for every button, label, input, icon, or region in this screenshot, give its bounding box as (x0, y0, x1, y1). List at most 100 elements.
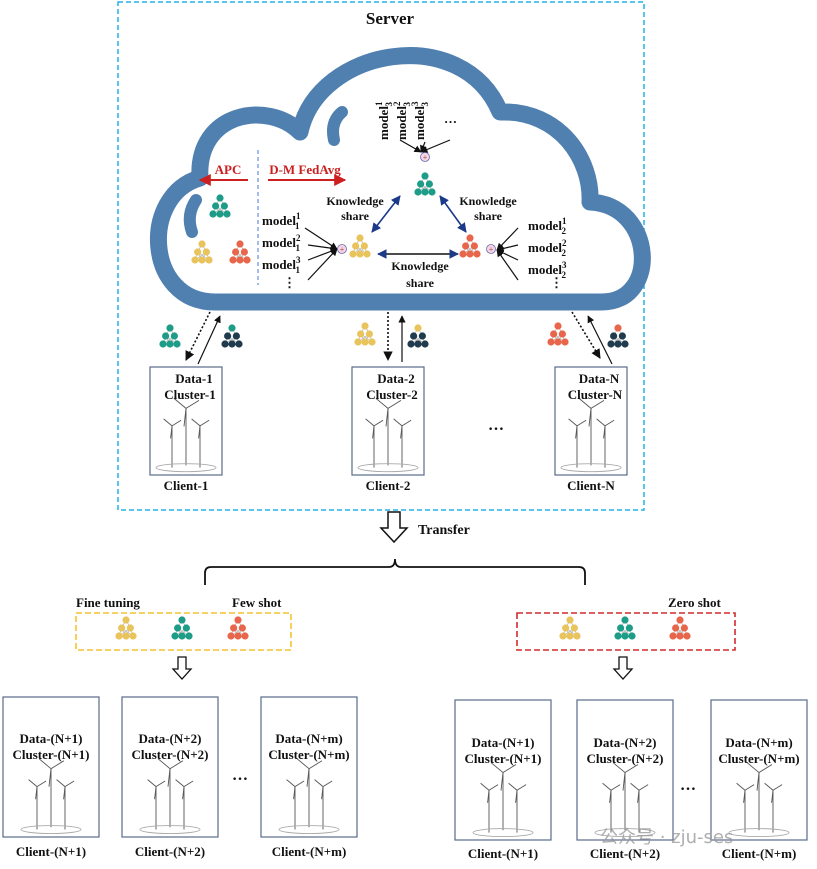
wind-turbine-image (728, 762, 790, 838)
vellipsis-right: ⋮ (550, 275, 563, 290)
apc-label: APC (215, 162, 242, 177)
client-data-label: Data-(N+m) (275, 731, 342, 746)
wind-turbine-image (155, 398, 217, 473)
arrow (307, 248, 338, 281)
zero-shot-label: Zero shot (668, 595, 722, 610)
wind-turbine-image (20, 758, 82, 834)
client-cluster-label: Cluster-N (568, 387, 623, 402)
aggregate-plus-icon: + (420, 152, 430, 162)
wind-turbine-image (278, 758, 340, 834)
wind-turbine-image (139, 758, 201, 834)
arrow (420, 139, 451, 153)
transfer-label: Transfer (418, 523, 470, 538)
client-box[interactable]: Data-(N+2)Cluster-(N+2) Client-(N+2) (121, 696, 219, 859)
neural-model-icon (229, 240, 251, 264)
watermark: 公众号 · zju-ses (600, 827, 733, 848)
arrow (587, 315, 613, 365)
client-data-label: Data-(N+2) (138, 731, 201, 746)
neural-model-icon (171, 616, 193, 640)
server-title: Server (366, 9, 415, 28)
client-box[interactable]: Data-(N+m)Cluster-(N+m)Client-(N+m) (260, 696, 358, 859)
new-clients-ellipsis: … (232, 767, 248, 784)
wind-turbine-image (357, 398, 419, 473)
knowledge-arrow-left (371, 195, 401, 233)
knowledge-arrow-right (439, 195, 467, 233)
fedavg-label: D-M FedAvg (269, 162, 341, 177)
arrow (197, 315, 221, 365)
neural-model-icon (354, 322, 376, 346)
arrow (571, 311, 601, 359)
neural-model-icon (614, 616, 636, 640)
client-boxes: Data-1Cluster-1Client-1Data-2Cluster-2Cl… (2, 366, 808, 861)
neural-model-icon (115, 616, 137, 640)
model-label: model23 (392, 101, 412, 140)
arrow (496, 249, 519, 281)
brace (204, 558, 586, 585)
client-data-label: Data-(N+m) (725, 735, 792, 750)
cloud-shape (150, 47, 651, 311)
wind-turbine-image (594, 762, 656, 838)
fine-tuning-label: Fine tuning (76, 595, 140, 610)
arrow (496, 244, 519, 253)
transfer-arrow-icon (379, 511, 409, 544)
client-name: Client-(N+2) (135, 844, 205, 859)
client-name: Client-(N+2) (590, 846, 660, 861)
model-label: model33 (410, 101, 430, 140)
client-box[interactable]: Data-(N+2)Cluster-(N+2) Client-(N+2) (576, 699, 674, 861)
client-name: Client-2 (366, 478, 411, 493)
neural-model-icon (209, 194, 231, 218)
neural-model-icon (559, 616, 581, 640)
client-name: Client-1 (164, 478, 209, 493)
client-data-label: Data-N (579, 371, 620, 386)
model-label: model13 (374, 101, 394, 140)
client-data-label: Data-1 (175, 371, 213, 386)
client-box[interactable]: Data-(N+m)Cluster-(N+m) Client-(N+m) (710, 699, 808, 861)
client-name: Client-(N+1) (16, 844, 86, 859)
clients-ellipsis: … (488, 417, 504, 434)
down-arrow-icon (171, 656, 193, 680)
neural-model-icon (669, 616, 691, 640)
client-cluster-label: Cluster-(N+2) (587, 751, 664, 766)
neural-model-icon (459, 234, 481, 258)
client-cluster-label: Cluster-1 (164, 387, 216, 402)
aggregate-plus-icon: + (486, 244, 496, 254)
neural-model-icon (414, 172, 436, 196)
few-shot-label: Few shot (232, 595, 282, 610)
client-name: Client-(N+m) (722, 846, 797, 861)
new-clients-ellipsis: … (680, 777, 696, 794)
client-cluster-label: Cluster-(N+m) (718, 751, 799, 766)
client-cluster-label: Cluster-(N+2) (132, 747, 209, 762)
svg-text:+: + (423, 153, 428, 162)
client-cluster-label: Cluster-(N+m) (268, 747, 349, 762)
ellipsis-top: … (444, 111, 457, 126)
neural-model-icon (407, 324, 429, 348)
vellipsis-left: ⋮ (283, 275, 296, 290)
client-box[interactable]: Data-(N+1)Cluster-(N+1)Client-(N+1) (2, 696, 100, 859)
client-cluster-label: Cluster-2 (366, 387, 418, 402)
client-data-label: Data-(N+2) (593, 735, 656, 750)
arrow (185, 311, 211, 361)
zero-shot-box (516, 612, 736, 651)
client-data-label: Data-(N+1) (19, 731, 82, 746)
cloud-highlight (327, 106, 348, 146)
svg-text:+: + (489, 245, 494, 254)
cloud-highlight (183, 194, 202, 238)
down-arrow-icon (612, 656, 634, 680)
client-name: Client-(N+1) (468, 846, 538, 861)
client-box[interactable]: Data-(N+1)Cluster-(N+1)Client-(N+1) (454, 699, 552, 861)
neural-model-icon (227, 616, 249, 640)
aggregate-plus-icon: + (337, 244, 347, 254)
